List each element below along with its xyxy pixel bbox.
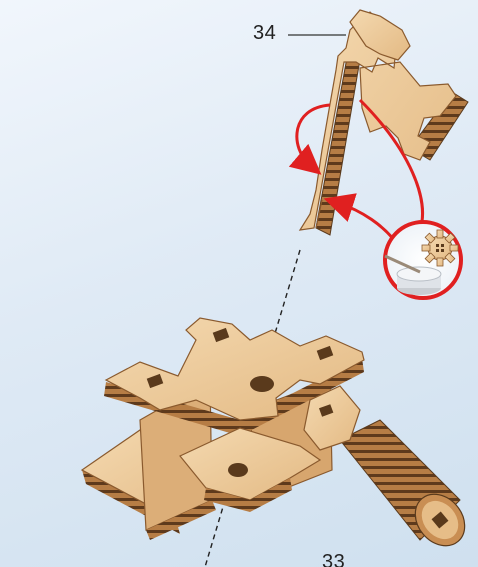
part-33-label: 33 — [322, 551, 345, 567]
part-34-label: 34 — [253, 22, 276, 45]
part-34-lever — [300, 10, 468, 235]
gear-glue-detail-icon — [385, 222, 461, 298]
handle-cylinder — [340, 420, 475, 556]
round-hole — [250, 376, 274, 392]
round-hole — [228, 463, 248, 477]
gear-icon — [422, 230, 458, 266]
part-33-base-assembly — [82, 318, 475, 556]
